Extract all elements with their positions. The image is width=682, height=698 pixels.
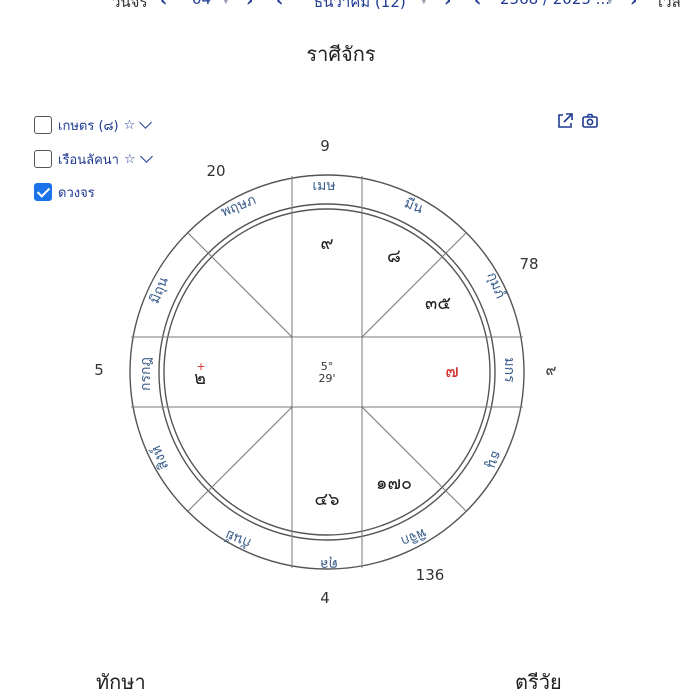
prev-day-chevron-icon[interactable]: ‹ [160, 0, 168, 11]
outer-number-left: 5 [94, 361, 104, 379]
wheel-inner-ring [163, 208, 491, 536]
sign-label-makara: มกร [501, 357, 517, 383]
center-minute: 29' [318, 372, 335, 385]
duang-jon-checkbox[interactable] [34, 183, 52, 201]
diagonal-top-left [187, 232, 293, 338]
date-navigation-bar: วันจร ‹ 04 ▼ › ‹ ธันวาคม (12) ▼ › ‹ 2568… [0, 0, 682, 12]
sign-label-kanya: กันย์ [223, 526, 254, 552]
planet-kumbha: ๓๕ [425, 293, 451, 314]
outer-number-bottom: 4 [320, 589, 330, 607]
wheel-middle-ring [158, 203, 496, 541]
next-month-chevron-icon[interactable]: › [444, 0, 452, 11]
triwai-heading: ตรีวัย [515, 670, 562, 694]
prev-year-chevron-icon[interactable]: ‹ [474, 0, 482, 11]
sign-label-kumbha: กุมภ์ [483, 270, 509, 301]
day-label: วันจร [112, 0, 148, 11]
chart-title: ราศีจักร [306, 42, 376, 66]
star-icon[interactable]: ☆ [123, 117, 136, 133]
planet-karakata: ๒ [194, 368, 206, 389]
next-day-chevron-icon[interactable]: › [246, 0, 254, 11]
wheel-outer-ring [129, 174, 525, 570]
diagonal-bottom-left [187, 406, 293, 512]
planet-makara: ๗ [445, 361, 459, 382]
day-dropdown-caret-icon[interactable]: ▼ [222, 0, 230, 6]
external-link-icon[interactable] [556, 112, 574, 130]
diagonal-top-right [361, 232, 467, 338]
zodiac-wheel: เมษ พฤษภ มิถุน กรกฎ สิงห์ กันย์ ตุล พิจิ… [94, 137, 557, 607]
ruean-lakkana-label: เรือนลัคนา [58, 152, 119, 168]
month-dropdown-caret-icon[interactable]: ▼ [420, 0, 428, 6]
sign-label-meena: มีน [402, 195, 426, 217]
star-icon[interactable]: ☆ [123, 151, 136, 167]
planet-mesha: ๙ [320, 233, 333, 254]
diagonal-bottom-right [361, 406, 467, 512]
outer-number-right: ๙ [546, 361, 557, 379]
outer-number-top: 9 [320, 137, 330, 155]
ruean-lakkana-checkbox[interactable] [34, 150, 52, 168]
sign-label-karakata: กรกฎ [138, 357, 154, 391]
sign-label-mesha: เมษ [312, 178, 335, 194]
outer-number-top-left: 20 [206, 162, 225, 180]
prev-month-chevron-icon[interactable]: ‹ [276, 0, 284, 11]
option-kaset[interactable]: เกษตร (๘) ☆ [34, 115, 153, 135]
camera-icon[interactable] [581, 112, 599, 130]
month-select[interactable]: ธันวาคม (12) [314, 0, 406, 11]
outer-number-right-top: 78 [519, 255, 538, 273]
option-ruean-lakkana[interactable]: เรือนลัคนา ☆ [34, 149, 153, 169]
sign-label-mithuna: มิถุน [147, 274, 172, 306]
outer-number-bottom-right: 136 [416, 566, 445, 584]
duang-jon-label: ดวงจร [58, 185, 95, 201]
year-select[interactable]: 2568 / 2025 ... [500, 0, 610, 8]
sign-label-dhanu: ธนู [483, 448, 505, 471]
planet-meena: ๘ [387, 246, 401, 267]
planet-dhanu: ๑๗๐ [376, 473, 412, 494]
sign-label-singha: สิงห์ [147, 443, 172, 472]
planet-karakata-mark: + [196, 360, 205, 373]
year-dropdown-caret-icon[interactable]: ▼ [606, 0, 614, 6]
time-label: เวล [658, 0, 681, 11]
planet-tula: ๔๖ [314, 489, 339, 510]
next-year-chevron-icon[interactable]: › [630, 0, 638, 11]
sign-label-pichik: พิจิก [398, 524, 428, 549]
sign-label-tula: ตุล [320, 556, 338, 572]
center-degree: 5° [321, 360, 334, 373]
kaset-label: เกษตร (๘) [58, 118, 119, 134]
option-duang-jon[interactable]: ดวงจร [34, 182, 95, 202]
taksa-heading: ทักษา [96, 670, 146, 694]
day-select[interactable]: 04 [192, 0, 211, 8]
kaset-checkbox[interactable] [34, 116, 52, 134]
